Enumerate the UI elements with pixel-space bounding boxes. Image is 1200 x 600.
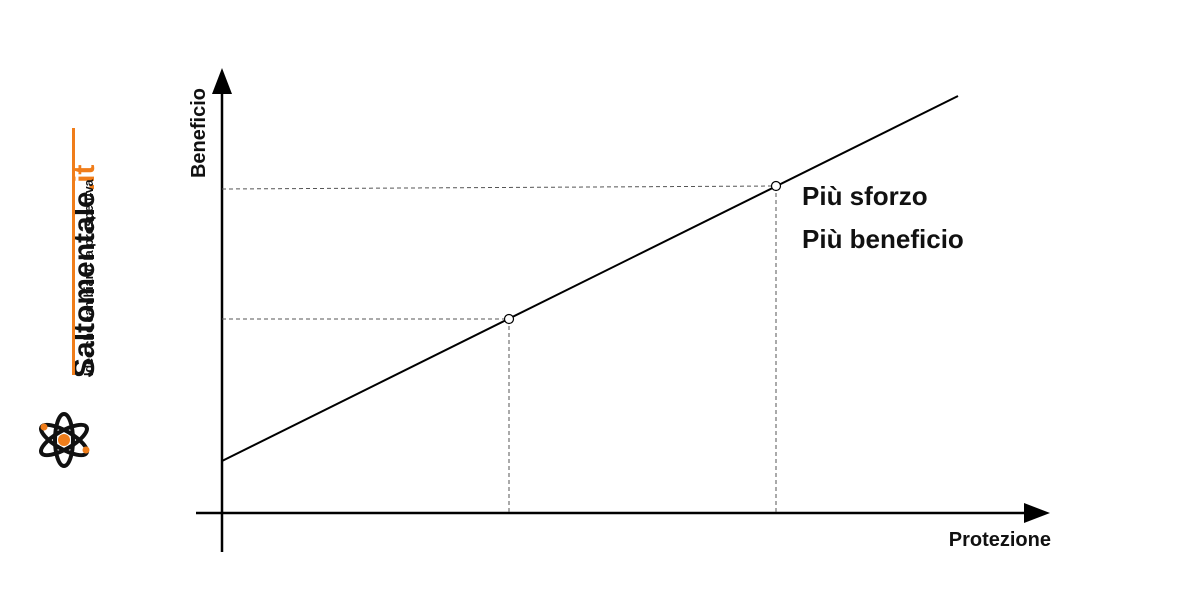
x-axis-arrow xyxy=(1024,503,1050,523)
logo-tagline: Idee che cambiano la prospettiva xyxy=(82,178,96,376)
annotation-line-1: Più sforzo xyxy=(802,181,928,211)
annotation-line-2: Più beneficio xyxy=(802,224,964,254)
atom-icon xyxy=(39,412,90,468)
y-axis-label: Beneficio xyxy=(188,88,210,178)
point-lower xyxy=(503,313,515,325)
guide-horizontal-upper xyxy=(221,185,777,190)
y-axis-arrow xyxy=(212,68,232,94)
x-axis-label: Protezione xyxy=(949,529,1051,551)
brand-logo: Saltomentale.it Idee che cambiano la pro… xyxy=(39,128,101,468)
point-upper xyxy=(770,180,782,192)
logo-accent-bar xyxy=(72,128,75,375)
trend-line xyxy=(221,95,959,462)
